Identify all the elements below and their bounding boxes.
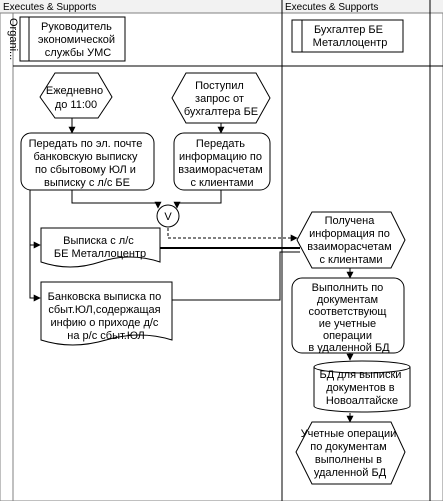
document-statement-be[interactable]: Выписка с л/с БЕ Металлоцентр <box>40 227 161 268</box>
function-send-email[interactable]: Передать по эл. почте банковскую выписку… <box>20 132 155 191</box>
document-bank-statement[interactable]: Банковска выписка по сбыт.ЮЛ,содержащая … <box>40 281 173 346</box>
event-daily[interactable]: Ежедневно до 11:00 <box>39 72 113 119</box>
or-connector: V <box>156 204 180 228</box>
event-done-label: Учетные операции по документам выполнены… <box>301 428 400 479</box>
event-done[interactable]: Учетные операции по документам выполнены… <box>295 421 406 485</box>
role-right[interactable]: Бухгалтер БЕ Металлоцентр <box>291 19 404 53</box>
database-novoaltaisk[interactable]: БД для выписки документов в Новоалтайске <box>313 360 411 413</box>
event-request[interactable]: Поступил запрос от бухгалтера БЕ <box>171 72 271 124</box>
row-label: Organi... <box>7 18 19 60</box>
role-right-label: Бухгалтер БЕ Металлоцентр <box>313 24 388 49</box>
database-label: БД для выписки документов в Новоалтайске <box>320 369 405 407</box>
document-statement-be-label: Выписка с л/с БЕ Металлоцентр <box>54 235 146 260</box>
lane-header-right: Executes & Supports <box>285 2 378 13</box>
function-execute[interactable]: Выполнить по документам соответствующ ие… <box>291 277 405 354</box>
event-received-label: Получена информация по взаиморасчетам с … <box>307 215 394 266</box>
event-daily-label: Ежедневно до 11:00 <box>46 85 106 111</box>
function-send-info[interactable]: Передать информацию по взаиморасчетам с … <box>173 132 271 191</box>
function-send-email-label: Передать по эл. почте банковскую выписку… <box>29 138 146 189</box>
role-left-label: Руководитель экономической службы УМС <box>38 21 118 59</box>
lane-header-left: Executes & Supports <box>3 2 96 13</box>
function-execute-label: Выполнить по документам соответствующ ие… <box>308 282 390 354</box>
event-request-label: Поступил запрос от бухгалтера БЕ <box>184 80 258 118</box>
role-left[interactable]: Руководитель экономической службы УМС <box>19 16 126 62</box>
event-received[interactable]: Получена информация по взаиморасчетам с … <box>296 211 406 269</box>
document-bank-statement-label: Банковска выписка по сбыт.ЮЛ,содержащая … <box>48 291 165 342</box>
connectors <box>29 118 354 423</box>
or-symbol: V <box>164 211 172 223</box>
function-send-info-label: Передать информацию по взаиморасчетам с … <box>178 138 265 189</box>
